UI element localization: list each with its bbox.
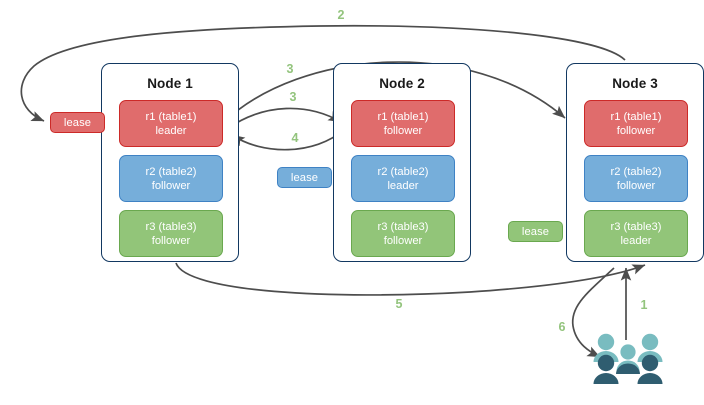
replica-name: r3 (table3)	[610, 220, 662, 233]
step-label-6: 6	[558, 320, 566, 334]
replica-role: leader	[387, 179, 419, 192]
replica-node2-r3[interactable]: r3 (table3) follower	[351, 210, 455, 257]
node-box-node3[interactable]: Node 3 r1 (table1) follower r2 (table2) …	[566, 63, 704, 262]
replica-role: leader	[620, 234, 652, 247]
replica-name: r1 (table1)	[145, 110, 197, 123]
node-title-node3: Node 3	[612, 76, 658, 91]
replica-role: follower	[151, 179, 191, 192]
replica-name: r3 (table3)	[377, 220, 429, 233]
step-label-2: 2	[337, 8, 345, 22]
lease-badge-red[interactable]: lease	[50, 112, 105, 133]
step-label-3a: 3	[286, 62, 294, 76]
replica-name: r2 (table2)	[145, 165, 197, 178]
replica-name: r1 (table1)	[377, 110, 429, 123]
node-title-node1: Node 1	[147, 76, 193, 91]
step-label-3b: 3	[289, 90, 297, 104]
replica-name: r2 (table2)	[377, 165, 429, 178]
node-title-node2: Node 2	[379, 76, 425, 91]
replica-node2-r1[interactable]: r1 (table1) follower	[351, 100, 455, 147]
step-label-5: 5	[395, 297, 403, 311]
replica-role: follower	[616, 124, 656, 137]
step-label-1: 1	[640, 298, 648, 312]
edge-3-node1-to-node2	[223, 107, 342, 132]
replica-node3-r1[interactable]: r1 (table1) follower	[584, 100, 688, 147]
replica-name: r2 (table2)	[610, 165, 662, 178]
node-box-node2[interactable]: Node 2 r1 (table1) follower r2 (table2) …	[333, 63, 471, 262]
replica-node3-r3[interactable]: r3 (table3) leader	[584, 210, 688, 257]
edge-5-node1-to-node3	[175, 262, 646, 296]
lease-badge-green[interactable]: lease	[508, 221, 563, 242]
replica-name: r3 (table3)	[145, 220, 197, 233]
replica-node2-r2[interactable]: r2 (table2) leader	[351, 155, 455, 202]
replica-node1-r3[interactable]: r3 (table3) follower	[119, 210, 223, 257]
lease-badge-blue[interactable]: lease	[277, 167, 332, 188]
replica-node3-r2[interactable]: r2 (table2) follower	[584, 155, 688, 202]
replica-node1-r1[interactable]: r1 (table1) leader	[119, 100, 223, 147]
node-box-node1[interactable]: Node 1 r1 (table1) leader r2 (table2) fo…	[101, 63, 239, 262]
replica-name: r1 (table1)	[610, 110, 662, 123]
replica-role: follower	[383, 234, 423, 247]
users-group-icon	[593, 333, 663, 384]
replica-role: follower	[151, 234, 191, 247]
replica-role: leader	[155, 124, 187, 137]
replica-role: follower	[616, 179, 656, 192]
replica-role: follower	[383, 124, 423, 137]
replica-node1-r2[interactable]: r2 (table2) follower	[119, 155, 223, 202]
step-label-4: 4	[291, 131, 299, 145]
